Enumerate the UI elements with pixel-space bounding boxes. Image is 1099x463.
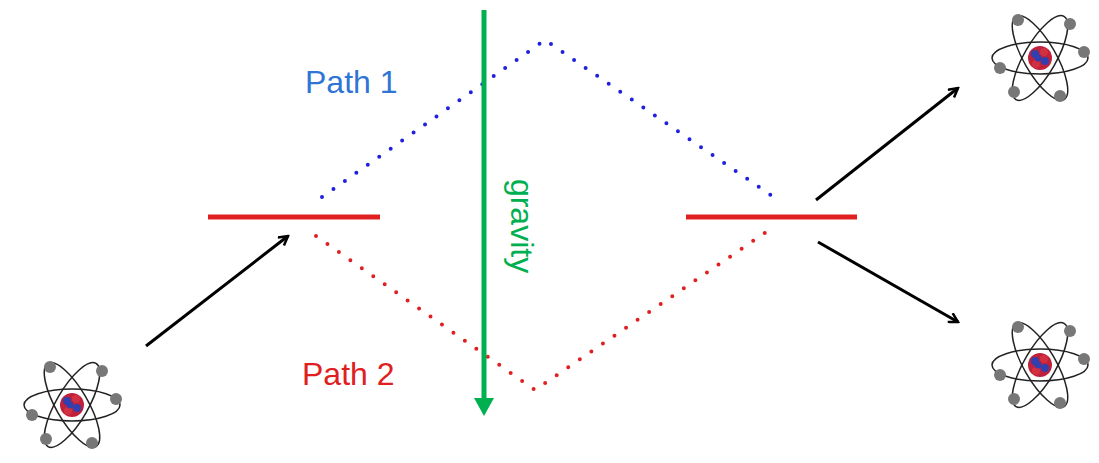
path-label: Path 2 bbox=[302, 358, 395, 390]
beam-splitter bbox=[686, 215, 857, 220]
atom-icon bbox=[24, 355, 122, 454]
path-label: Path 1 bbox=[305, 66, 398, 98]
atom-icon bbox=[992, 315, 1090, 414]
gravity-arrow bbox=[482, 10, 487, 400]
path-1-trajectory bbox=[322, 40, 778, 200]
beam-splitter bbox=[208, 215, 380, 220]
atom-icon bbox=[992, 8, 1090, 107]
input-arrow bbox=[146, 236, 288, 346]
gravity-label: gravity bbox=[506, 179, 538, 273]
gravity-arrowhead bbox=[474, 398, 494, 416]
output-arrow bbox=[816, 88, 958, 200]
output-arrow bbox=[818, 242, 958, 322]
